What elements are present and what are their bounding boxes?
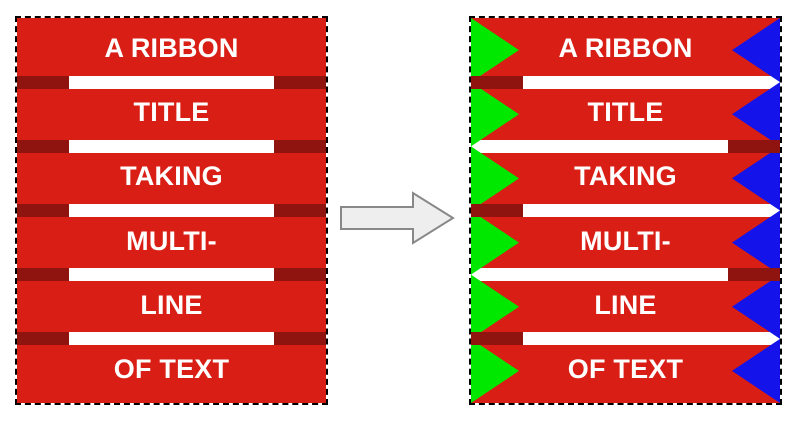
right-chevron-notch <box>732 82 780 147</box>
right-chevron-notch <box>732 338 780 403</box>
ribbon-fold-right <box>728 139 780 153</box>
ribbon-gap <box>471 268 780 282</box>
ribbon-fold-left <box>17 268 69 282</box>
ribbon-gap <box>471 139 780 153</box>
ribbon-gap <box>471 204 780 217</box>
ribbon-fold-left <box>17 75 69 89</box>
right-chevron-notch <box>732 146 780 211</box>
ribbon-fold-right <box>274 268 326 282</box>
ribbon-gap <box>17 139 326 153</box>
ribbon-fold-right <box>274 75 326 89</box>
left-chevron-notch <box>471 338 519 403</box>
ribbon-fold-right <box>274 139 326 153</box>
right-chevron-notch <box>732 18 780 83</box>
ribbon-gap <box>17 332 326 346</box>
ribbon-fold-right <box>728 268 780 282</box>
left-chevron-notch <box>471 146 519 211</box>
ribbon-gap <box>17 268 326 282</box>
left-chevron-notch <box>471 274 519 339</box>
left-chevron-notch <box>471 82 519 147</box>
ribbon-gap <box>17 204 326 217</box>
right-chevron-notch <box>732 210 780 275</box>
ribbon-fold-left <box>471 332 523 346</box>
arrow-right-icon <box>339 190 455 246</box>
right-chevron-notch <box>732 274 780 339</box>
ribbon-fold-left <box>471 75 523 89</box>
ribbon-fold-left <box>17 332 69 346</box>
arrow-meaning-label: transforms into <box>0 0 1 1</box>
ribbon-fold-right <box>274 204 326 217</box>
ribbon-fold-left <box>17 204 69 217</box>
ribbon-gap <box>471 75 780 89</box>
ribbon-fold-left <box>17 139 69 153</box>
ribbon-gap <box>17 75 326 89</box>
left-chevron-notch <box>471 18 519 83</box>
left-chevron-notch <box>471 210 519 275</box>
ribbon-gap <box>471 332 780 346</box>
ribbon-notch-layer <box>471 18 780 403</box>
ribbon-fold-right <box>274 332 326 346</box>
ribbon-fold-left <box>471 204 523 217</box>
